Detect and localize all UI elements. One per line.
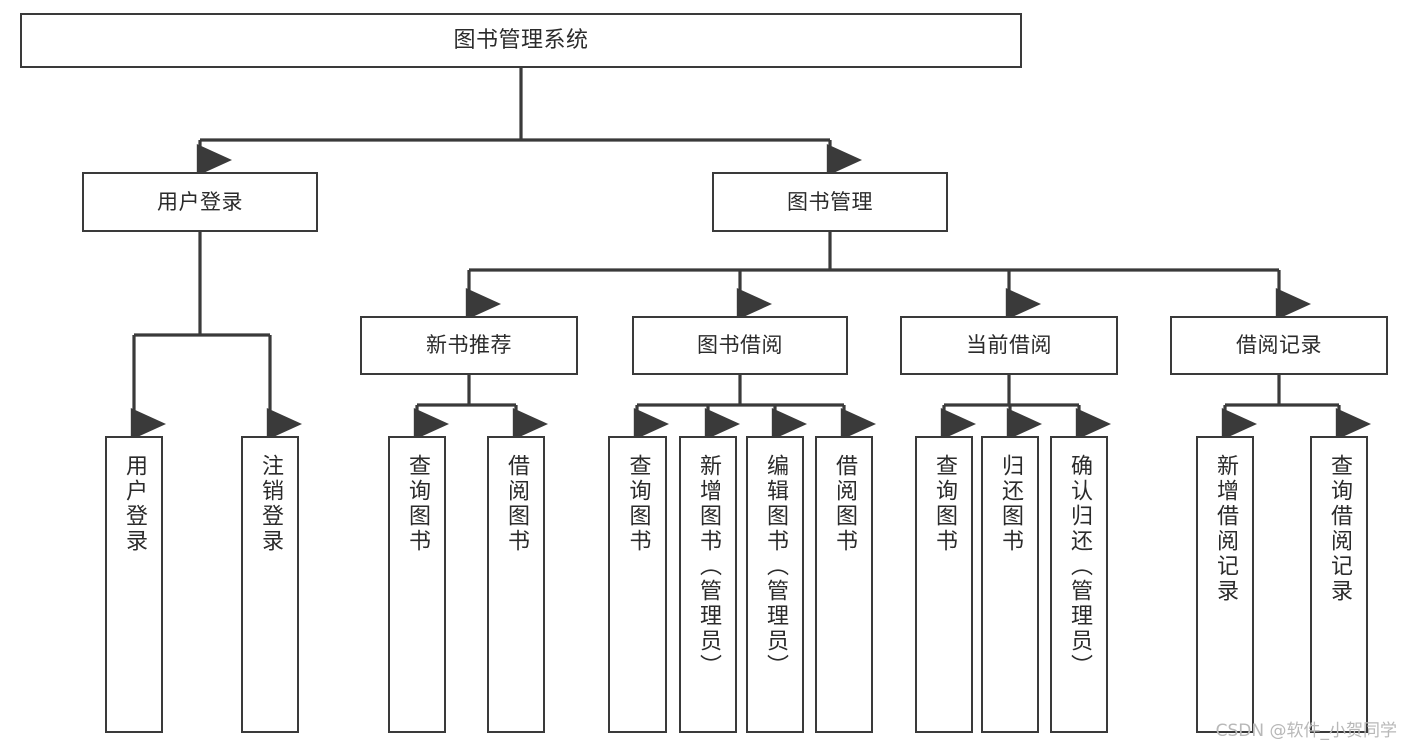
leaf-return-book[interactable]: 归还图书: [981, 436, 1039, 733]
leaf-edit-book-label: 编辑图书（管理员）: [762, 454, 788, 679]
leaf-query-book-borrow[interactable]: 查询图书: [608, 436, 667, 733]
leaf-logout-label: 注销登录: [257, 454, 283, 554]
leaf-add-book[interactable]: 新增图书（管理员）: [679, 436, 737, 733]
leaf-logout[interactable]: 注销登录: [241, 436, 299, 733]
leaf-borrow-book-label: 借阅图书: [831, 454, 857, 554]
leaf-query-borrow-record-label: 查询借阅记录: [1326, 454, 1352, 604]
node-new-book-recommend[interactable]: 新书推荐: [360, 316, 578, 375]
leaf-edit-book[interactable]: 编辑图书（管理员）: [746, 436, 804, 733]
node-user-login-label: 用户登录: [157, 189, 243, 214]
leaf-user-login[interactable]: 用户登录: [105, 436, 163, 733]
leaf-user-login-label: 用户登录: [121, 454, 147, 554]
leaf-confirm-return-label: 确认归还（管理员）: [1066, 454, 1092, 679]
leaf-return-book-label: 归还图书: [997, 454, 1023, 554]
node-root-label: 图书管理系统: [453, 27, 589, 53]
leaf-query-book-recommend[interactable]: 查询图书: [388, 436, 446, 733]
leaf-borrow-book-recommend-label: 借阅图书: [503, 454, 529, 554]
leaf-add-book-label: 新增图书（管理员）: [695, 454, 721, 679]
csdn-watermark: CSDN @软件_小贺同学: [1215, 721, 1397, 741]
leaf-add-borrow-record-label: 新增借阅记录: [1212, 454, 1238, 604]
node-current-borrow[interactable]: 当前借阅: [900, 316, 1118, 375]
node-book-borrow[interactable]: 图书借阅: [632, 316, 848, 375]
leaf-borrow-book-recommend[interactable]: 借阅图书: [487, 436, 545, 733]
node-borrow-record[interactable]: 借阅记录: [1170, 316, 1388, 375]
node-book-manage[interactable]: 图书管理: [712, 172, 948, 232]
leaf-confirm-return[interactable]: 确认归还（管理员）: [1050, 436, 1108, 733]
leaf-query-book-borrow-label: 查询图书: [625, 454, 651, 554]
leaf-add-borrow-record[interactable]: 新增借阅记录: [1196, 436, 1254, 733]
leaf-query-book-recommend-label: 查询图书: [404, 454, 430, 554]
node-book-manage-label: 图书管理: [787, 189, 873, 214]
node-new-book-recommend-label: 新书推荐: [426, 333, 512, 358]
leaf-borrow-book[interactable]: 借阅图书: [815, 436, 873, 733]
node-borrow-record-label: 借阅记录: [1236, 333, 1322, 358]
leaf-query-borrow-record[interactable]: 查询借阅记录: [1310, 436, 1368, 733]
node-root[interactable]: 图书管理系统: [20, 13, 1022, 68]
node-current-borrow-label: 当前借阅: [966, 333, 1052, 358]
leaf-query-book-current[interactable]: 查询图书: [915, 436, 973, 733]
node-user-login[interactable]: 用户登录: [82, 172, 318, 232]
node-book-borrow-label: 图书借阅: [697, 333, 783, 358]
leaf-query-book-current-label: 查询图书: [931, 454, 957, 554]
